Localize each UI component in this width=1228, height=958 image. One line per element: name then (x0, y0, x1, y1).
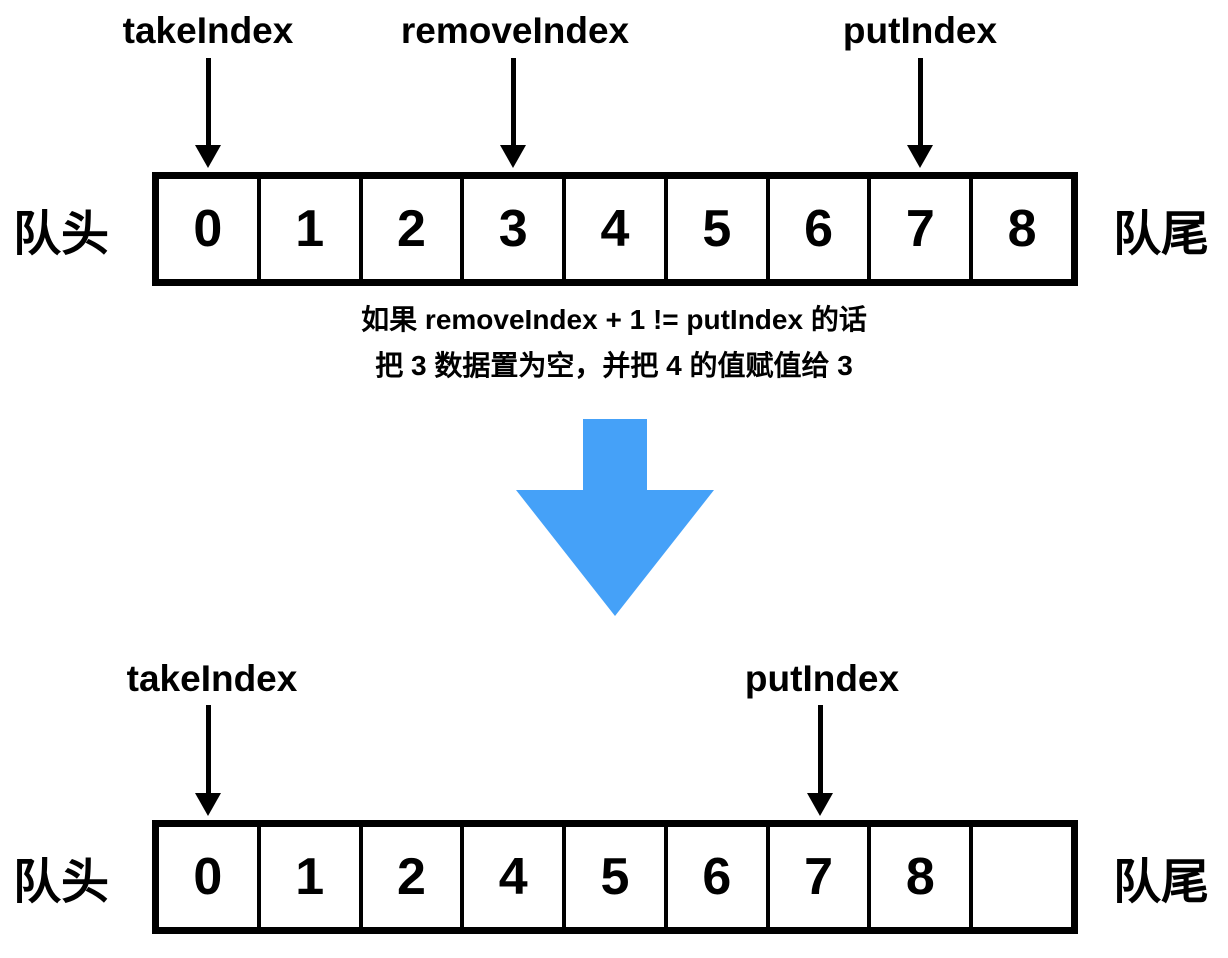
array-cell: 1 (256, 827, 359, 927)
pointer-arrow-takeindex-bottom (195, 705, 221, 816)
pointer-label-putindex-top: putIndex (842, 10, 998, 51)
pointer-label-takeindex-bottom: takeIndex (126, 658, 298, 699)
condition-caption-line2: 把 3 数据置为空，并把 4 的值赋值给 3 (375, 350, 853, 381)
array-cell: 0 (193, 848, 223, 906)
queue-tail-label-bottom: 队尾 (1112, 856, 1209, 909)
array-cell: 5 (562, 827, 664, 927)
arrow-head-icon (500, 145, 526, 168)
pointer-arrow-putindex-top (907, 58, 933, 168)
pointer-label-putindex-bottom: putIndex (744, 658, 900, 699)
array-cell: 4 (460, 827, 562, 927)
condition-caption-line1: 如果 removeIndex + 1 != putIndex 的话 (361, 304, 867, 335)
pointer-arrow-putindex-bottom (807, 705, 833, 816)
arrow-head-icon (807, 793, 833, 816)
down-arrow-head (516, 490, 714, 616)
array-cell: 8 (969, 179, 1071, 279)
arrow-shaft (817, 705, 823, 793)
arrow-shaft (917, 58, 923, 145)
queue-tail-label-top: 队尾 (1112, 208, 1209, 261)
arrow-head-icon (195, 793, 221, 816)
array-cell: 7 (765, 827, 868, 927)
array-cell: 4 (562, 179, 664, 279)
pointer-arrow-removeindex-top (500, 58, 526, 168)
condition-caption: 如果 removeIndex + 1 != putIndex 的话 把 3 数据… (0, 297, 1228, 389)
array-cell: 3 (460, 179, 562, 279)
arrow-shaft (205, 58, 211, 145)
array-cell: 1 (256, 179, 359, 279)
array-cell: 2 (358, 827, 461, 927)
arrow-shaft (510, 58, 516, 145)
array-cell: 7 (867, 179, 969, 279)
queue-head-label-bottom: 队头 (12, 856, 109, 909)
array-cell: 2 (358, 179, 461, 279)
down-arrow-shaft (583, 419, 647, 491)
array-cell-empty (969, 827, 1071, 927)
array-cell: 8 (867, 827, 969, 927)
pointer-label-takeindex-top: takeIndex (122, 10, 294, 51)
pointer-arrow-takeindex-top (195, 58, 221, 168)
queue-array-top: 0 1 2 3 4 5 6 7 8 (152, 172, 1078, 286)
array-cell: 6 (663, 827, 766, 927)
array-cell: 6 (765, 179, 868, 279)
queue-array-bottom: 0 1 2 4 5 6 7 8 (152, 820, 1078, 934)
arrow-head-icon (195, 145, 221, 168)
array-cell: 0 (193, 200, 223, 258)
arrow-shaft (205, 705, 211, 793)
queue-head-label-top: 队头 (12, 208, 109, 261)
array-cell: 5 (663, 179, 766, 279)
arrow-head-icon (907, 145, 933, 168)
pointer-label-removeindex-top: removeIndex (400, 10, 630, 51)
